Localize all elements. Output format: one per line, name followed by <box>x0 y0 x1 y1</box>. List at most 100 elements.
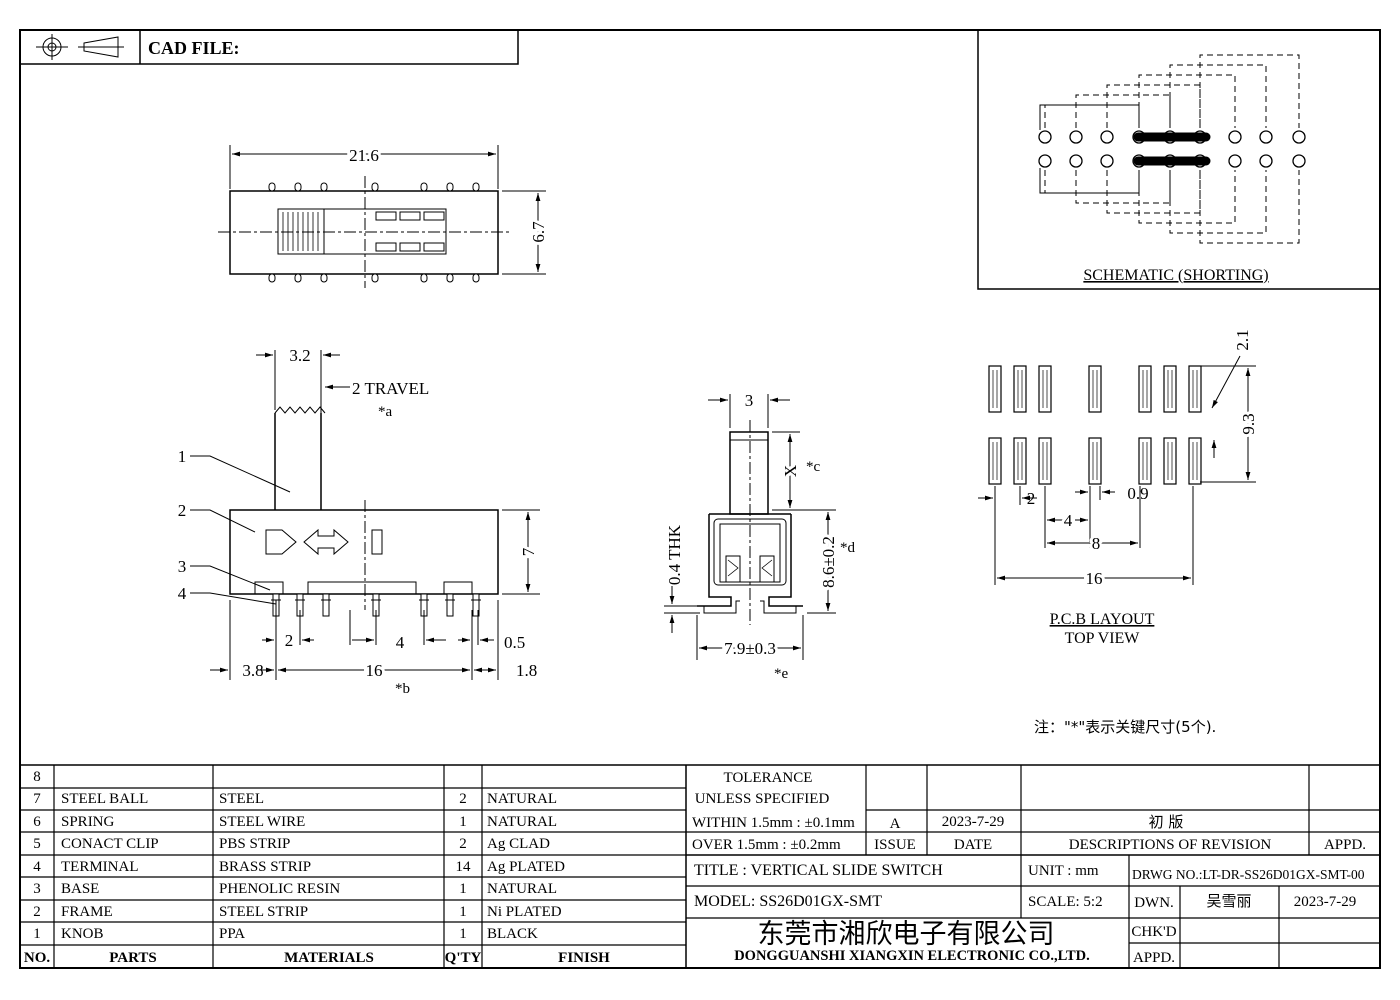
knob-width-dim: 3.2 <box>289 346 310 365</box>
schematic-position-lines <box>1044 54 1300 244</box>
bom-qty: 2 <box>459 836 467 852</box>
pcb-pad <box>1038 437 1052 485</box>
pcb-pad <box>1013 365 1027 413</box>
top-view-terminal <box>472 182 480 192</box>
appd-label: APPD. <box>1324 837 1366 853</box>
pcb-pad <box>1138 365 1152 413</box>
pcb-pad <box>1188 365 1202 413</box>
pcb-span4-dim: 4 <box>1064 511 1073 530</box>
dwn-date: 2023-7-29 <box>1294 894 1357 910</box>
bottom-tables <box>20 764 1380 968</box>
key-dimension-note: 注："*"表示关键尺寸(5个). <box>1034 718 1216 736</box>
span-dim: 4 <box>396 633 405 652</box>
bom-part: STEEL BALL <box>61 791 148 807</box>
bom-header-no: NO. <box>24 950 51 966</box>
x-key: *c <box>806 459 821 475</box>
bom-qty: 2 <box>459 791 467 807</box>
thk-label: 0.4 THK <box>665 524 684 585</box>
top-view-terminal <box>472 273 480 283</box>
tolerance-line2: UNLESS SPECIFIED <box>695 791 830 807</box>
schematic-terminal <box>1100 130 1114 144</box>
scale-label: SCALE: 5:2 <box>1028 894 1103 910</box>
callout-2: 2 <box>178 501 187 520</box>
top-view-terminal <box>371 273 379 283</box>
end-height-dim: 8.6±0.2 <box>819 536 838 588</box>
bom-finish: Ag CLAD <box>487 836 550 852</box>
bom-material: PBS STRIP <box>219 836 290 852</box>
bom-finish: NATURAL <box>487 791 557 807</box>
top-view-terminal <box>320 273 328 283</box>
travel-label: 2 TRAVEL <box>352 379 429 398</box>
bom-qty: 14 <box>456 859 472 875</box>
issue-date: 2023-7-29 <box>942 814 1005 830</box>
top-view-terminal <box>268 273 276 283</box>
bom-part: CONACT CLIP <box>61 836 159 852</box>
travel-key: *a <box>378 404 393 420</box>
schematic-terminal <box>1038 154 1052 168</box>
issue-label: ISSUE <box>874 837 916 853</box>
bom-material: STEEL WIRE <box>219 814 305 830</box>
bom-material: STEEL <box>219 791 264 807</box>
tolerance-line1: TOLERANCE <box>724 770 813 786</box>
top-view-terminal <box>371 182 379 192</box>
pcb-span8-dim: 8 <box>1092 534 1101 553</box>
top-view-terminal <box>320 182 328 192</box>
unit-label: UNIT : mm <box>1028 863 1099 879</box>
bom-material: PHENOLIC RESIN <box>219 881 340 897</box>
bom-qty: 1 <box>459 814 467 830</box>
pcb-pad <box>988 437 1002 485</box>
pcb-layout <box>978 355 1256 585</box>
drawing-title: TITLE : VERTICAL SLIDE SWITCH <box>694 862 943 879</box>
schematic-terminal <box>1100 154 1114 168</box>
bom-material: PPA <box>219 926 245 942</box>
bom-header-parts: PARTS <box>109 950 157 966</box>
top-view-terminal <box>420 182 428 192</box>
schematic-terminal <box>1292 154 1306 168</box>
bom-part: FRAME <box>61 904 113 920</box>
pcb-pad <box>1188 437 1202 485</box>
schematic-terminal <box>1038 130 1052 144</box>
top-view-terminal <box>294 273 302 283</box>
bom-no: 3 <box>33 881 41 897</box>
pcb-pad <box>1013 437 1027 485</box>
pcb-pad <box>1163 365 1177 413</box>
end-knob-dim: 3 <box>745 391 754 410</box>
pin-dim: 0.5 <box>504 633 525 652</box>
top-view-width-dim: 21.6 <box>349 146 379 165</box>
x-dim: X <box>781 465 800 477</box>
bom-no: 1 <box>33 926 41 942</box>
revision-description: 初 版 <box>1149 813 1184 831</box>
pcb-pad <box>1163 437 1177 485</box>
bom-no: 4 <box>33 859 41 875</box>
schematic-terminal <box>1292 130 1306 144</box>
bom-part: BASE <box>61 881 99 897</box>
top-view-terminal <box>420 273 428 283</box>
projection-symbol-icon <box>36 34 124 60</box>
callout-1: 1 <box>178 447 187 466</box>
issue-value: A <box>890 816 901 832</box>
end-width-dim: 7.9±0.3 <box>724 639 776 658</box>
bom-qty: 1 <box>459 926 467 942</box>
callout-4: 4 <box>178 584 187 603</box>
revision-desc-label: DESCRIPTIONS OF REVISION <box>1069 837 1272 853</box>
bom-part: TERMINAL <box>61 859 139 875</box>
pcb-pad <box>1038 365 1052 413</box>
total-key: *b <box>395 681 410 697</box>
bom-finish: Ni PLATED <box>487 904 562 920</box>
side-view-terminal <box>446 593 454 617</box>
schematic-terminal <box>1259 154 1273 168</box>
schematic-terminal <box>1069 154 1083 168</box>
pcb-sub-caption: TOP VIEW <box>1065 630 1141 647</box>
drawing-number: DRWG NO.:LT-DR-SS26D01GX-SMT-00 <box>1132 867 1365 882</box>
left-offset-dim: 3.8 <box>242 661 263 680</box>
sheet-border <box>19 29 1381 969</box>
bom-qty: 1 <box>459 881 467 897</box>
bom-no: 6 <box>33 814 41 830</box>
top-view-terminal <box>294 182 302 192</box>
row-span-dim: 9.3 <box>1239 413 1258 434</box>
model-label: MODEL: SS26D01GX-SMT <box>694 893 882 910</box>
pcb-pad <box>1088 437 1102 485</box>
total-span-dim: 16 <box>366 661 383 680</box>
dwn-name: 吴雪丽 <box>1206 892 1251 910</box>
